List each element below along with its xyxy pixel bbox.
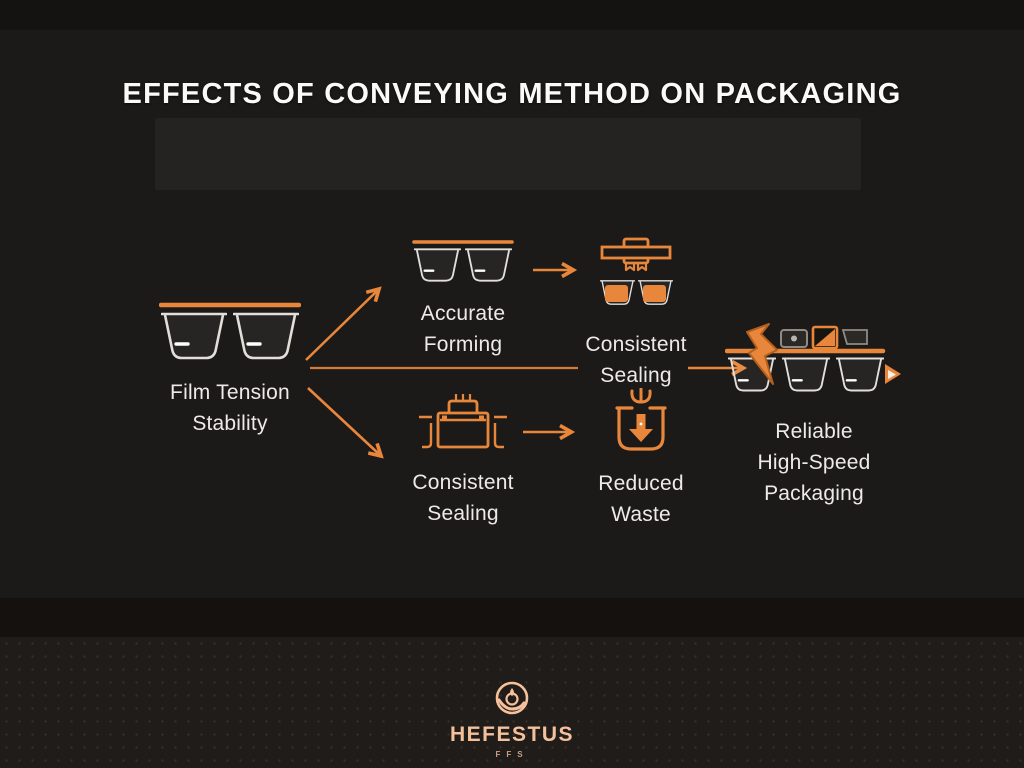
label-line: Reduced [598, 472, 684, 495]
node-consistent-sealing-bottom: Consistent Sealing [398, 393, 528, 529]
node-consistent-sealing-top: Consistent Sealing [573, 237, 699, 391]
node-label: Accurate Forming [421, 298, 505, 360]
page-title: EFFECTS OF CONVEYING METHOD ON PACKAGING [122, 78, 902, 110]
top-dark-band [0, 0, 1024, 30]
node-label: Consistent Sealing [585, 329, 686, 391]
pre-footer-dark-band [0, 598, 1024, 637]
sealing-press-trays-icon [600, 237, 673, 306]
label-line: Film Tension [170, 381, 290, 404]
brand-tagline: FFS [495, 750, 529, 759]
label-line: Packaging [764, 482, 864, 505]
label-line: Stability [192, 412, 268, 435]
waste-bin-down-arrow-icon [615, 388, 667, 451]
film-over-trays-icon [159, 302, 301, 360]
label-line: High-Speed [757, 451, 871, 474]
label-line: Accurate [420, 302, 506, 325]
node-accurate-forming: Accurate Forming [397, 239, 529, 360]
label-line: Reliable [775, 420, 853, 443]
label-line: Sealing [427, 502, 499, 525]
sealing-machine-icon [419, 394, 507, 449]
node-label: Reduced Waste [598, 468, 683, 530]
brand-name: HEFESTUS [449, 723, 574, 746]
node-label: Film Tension Stability [170, 377, 290, 439]
node-label: Consistent Sealing [412, 467, 513, 529]
label-line: Forming [423, 333, 503, 356]
node-reduced-waste: Reduced Waste [588, 388, 694, 530]
formed-trays-icon [412, 240, 514, 282]
label-line: Sealing [600, 364, 672, 387]
high-speed-packaging-line-icon [725, 323, 901, 392]
label-line: Consistent [585, 333, 687, 356]
node-label: Reliable High-Speed Packaging [758, 416, 871, 509]
label-line: Consistent [412, 471, 514, 494]
hefestus-flame-circle-icon [495, 681, 529, 715]
label-line: Waste [611, 503, 671, 526]
node-reliable-high-speed-packaging: Reliable High-Speed Packaging [725, 322, 901, 509]
node-film-tension-stability: Film Tension Stability [140, 301, 320, 439]
title-underlay-panel [155, 118, 861, 190]
footer-brand-area: HEFESTUS FFS [0, 637, 1024, 768]
